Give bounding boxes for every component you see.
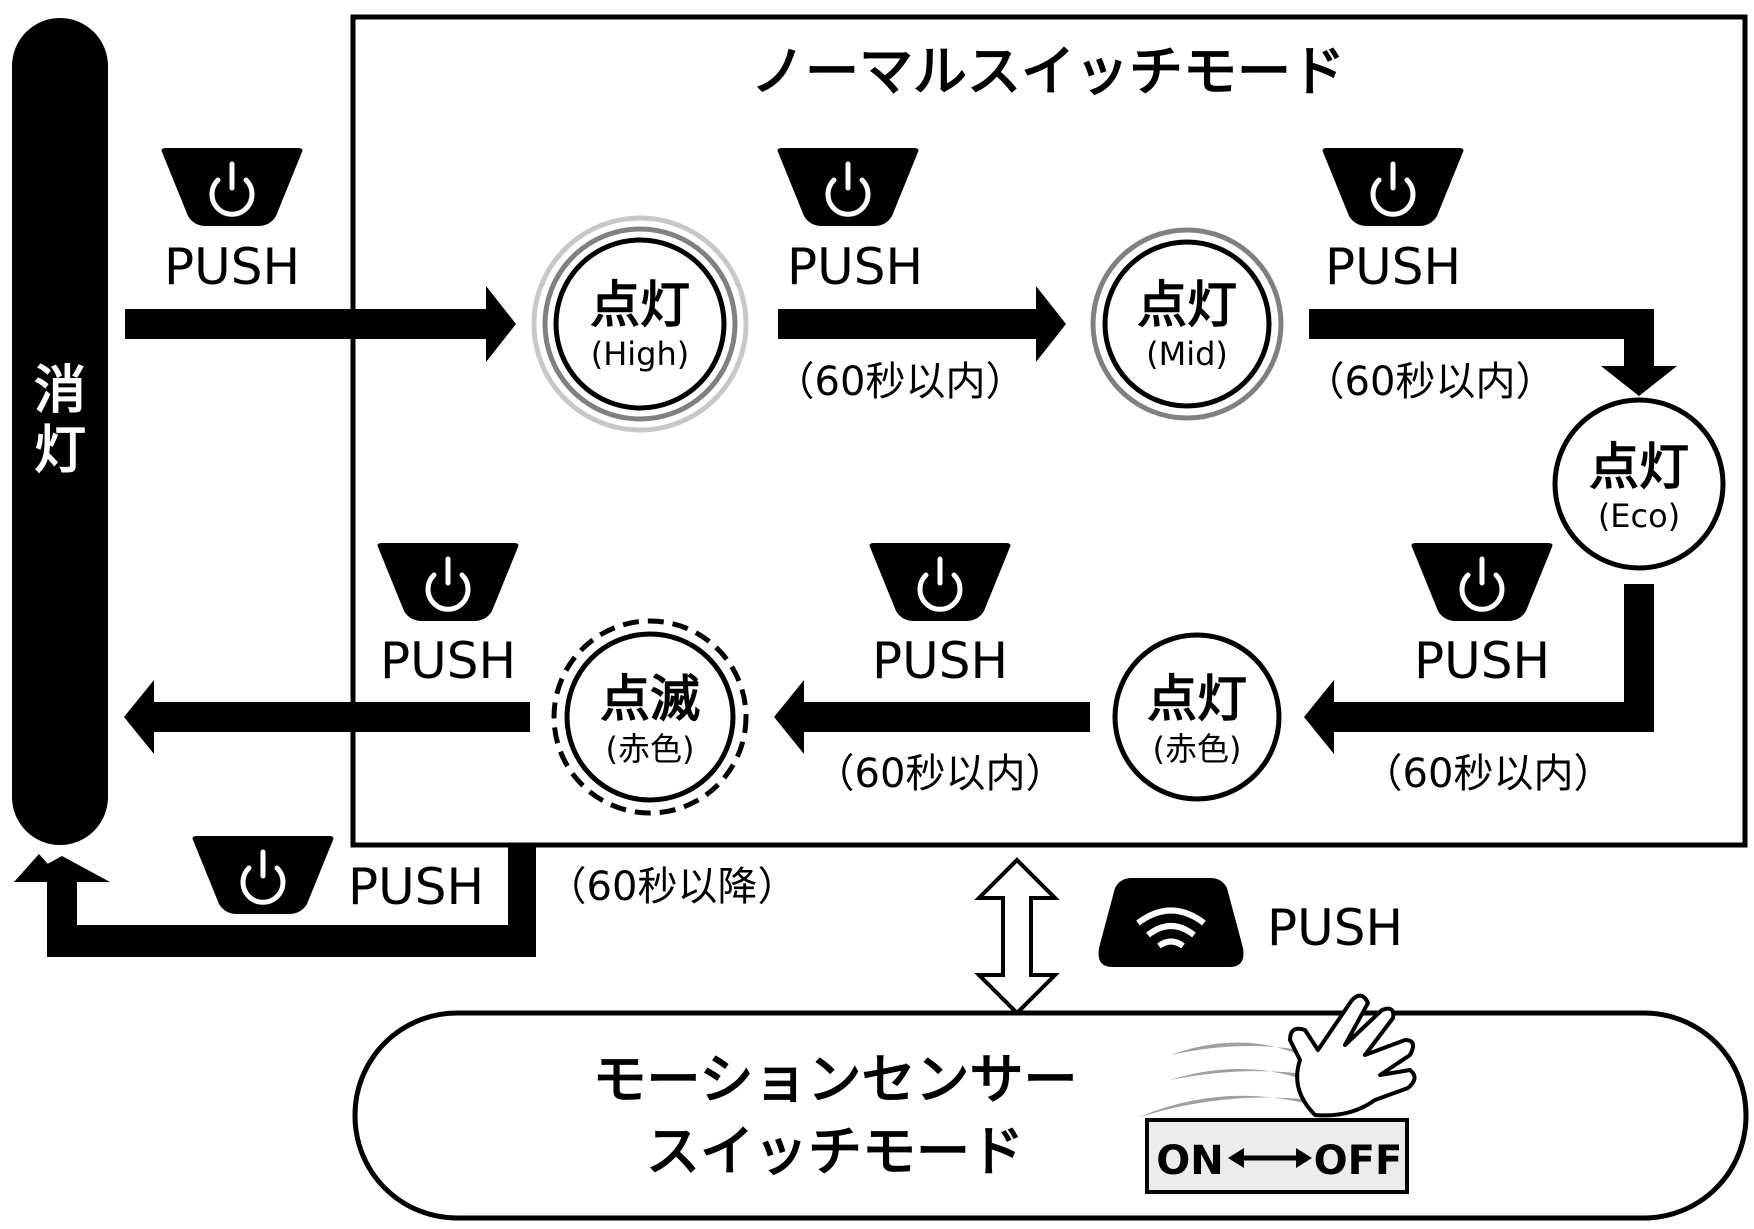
push-label: PUSH <box>1267 899 1403 957</box>
arrow-shaft-vertical <box>1624 584 1654 704</box>
state-main-label: 点灯 <box>1137 276 1237 334</box>
power-button-icon <box>1412 543 1553 621</box>
transition-red-to-blink: PUSH （60秒以内） <box>774 543 1090 797</box>
state-circle <box>1102 239 1272 409</box>
transition-off-to-high: PUSH <box>125 148 516 362</box>
mode-switch: PUSH <box>974 857 1403 1016</box>
arrow-head-left <box>124 680 154 754</box>
off-state-label-char2: 灯 <box>34 421 86 481</box>
wireless-button-icon <box>1098 878 1244 967</box>
arrow-head-left <box>774 680 804 754</box>
arrow-shaft <box>47 925 536 957</box>
transition-blink-to-off: PUSH <box>124 543 530 754</box>
bidirectional-arrow-icon <box>1228 1148 1312 1168</box>
state-eco: 点灯 (Eco) <box>1552 397 1726 571</box>
motion-mode-frame <box>352 1010 1749 1221</box>
motion-mode-title-line2: スイッチモード <box>646 1120 1024 1183</box>
push-label: PUSH <box>164 238 300 296</box>
state-mid: 点灯 (Mid) <box>1090 227 1284 421</box>
state-sub-label: (Mid) <box>1146 335 1228 373</box>
transition-mid-to-eco: PUSH （60秒以内） <box>1305 148 1677 405</box>
state-circle <box>553 237 727 411</box>
arrow-shaft <box>800 702 1090 732</box>
transition-eco-to-red: PUSH （60秒以内） <box>1304 543 1654 797</box>
power-button-icon <box>778 148 919 226</box>
arrow-shaft <box>778 309 1046 339</box>
power-button-icon <box>870 543 1011 621</box>
arrow-shaft-vertical <box>47 880 77 957</box>
on-off-toggle: ON OFF <box>1145 1118 1409 1194</box>
glow-ring-inner <box>542 226 738 422</box>
arrow-shaft <box>125 309 495 339</box>
state-blink: 点滅 (赤色) <box>551 618 749 816</box>
arrow-shaft-vertical <box>1624 309 1654 369</box>
state-sub-label: (赤色) <box>606 730 695 768</box>
motion-sensor-mode: モーションセンサー スイッチモード ON OFF <box>352 993 1749 1221</box>
state-main-label: 点灯 <box>1147 670 1247 728</box>
push-label: PUSH <box>872 632 1008 690</box>
state-main-label: 点灯 <box>1589 438 1689 496</box>
time-condition: （60秒以内） <box>775 359 1026 405</box>
push-label: PUSH <box>380 632 516 690</box>
state-sub-label: (High) <box>591 335 690 373</box>
state-circle <box>564 631 736 803</box>
time-condition: （60秒以内） <box>815 751 1066 797</box>
toggle-on-label: ON <box>1156 1138 1223 1184</box>
push-label: PUSH <box>1325 238 1461 296</box>
time-condition: （60秒以内） <box>1363 751 1614 797</box>
state-circle <box>1552 397 1726 571</box>
state-main-label: 点灯 <box>590 276 690 334</box>
toggle-off-label: OFF <box>1314 1138 1403 1184</box>
state-red: 点灯 (赤色) <box>1112 632 1282 802</box>
blink-dashed-ring <box>551 618 749 816</box>
arrow-shaft <box>1309 309 1654 339</box>
time-condition: （60秒以内） <box>1305 359 1556 405</box>
time-condition: （60秒以降） <box>547 864 798 910</box>
power-button-icon <box>1323 148 1464 226</box>
transition-timeout-to-off: PUSH （60秒以降） <box>14 836 797 957</box>
push-label: PUSH <box>348 858 484 916</box>
state-sub-label: (赤色) <box>1153 730 1242 768</box>
transition-high-to-mid: PUSH （60秒以内） <box>775 148 1066 405</box>
motion-lines-icon <box>1137 1042 1330 1118</box>
power-button-icon <box>193 836 334 914</box>
push-label: PUSH <box>787 238 923 296</box>
off-state-bar: 消 灯 <box>12 18 108 845</box>
state-high: 点灯 (High) <box>531 215 749 433</box>
arrow-head-left <box>1304 680 1334 754</box>
off-state-label-char1: 消 <box>34 361 86 421</box>
state-circle <box>1112 632 1282 802</box>
normal-mode-title: ノーマルスイッチモード <box>751 40 1345 103</box>
push-label: PUSH <box>1414 632 1550 690</box>
arrow-head-right <box>486 286 516 362</box>
arrow-shaft <box>150 702 530 732</box>
glow-ring <box>1090 227 1284 421</box>
state-sub-label: (Eco) <box>1598 497 1680 535</box>
arrow-shaft <box>1330 702 1654 732</box>
arrow-head-down <box>1601 366 1677 396</box>
waving-hand-icon <box>1288 993 1417 1118</box>
normal-mode-frame <box>350 14 1748 848</box>
glow-ring-outer <box>531 215 749 433</box>
arrow-head-right <box>1036 286 1066 362</box>
power-button-icon <box>162 148 303 226</box>
double-arrow-icon <box>974 857 1060 1016</box>
motion-mode-title-line1: モーションセンサー <box>593 1048 1078 1111</box>
state-main-label: 点滅 <box>600 670 700 728</box>
arrow-head-up-wide <box>14 856 110 882</box>
power-button-icon <box>378 543 519 621</box>
